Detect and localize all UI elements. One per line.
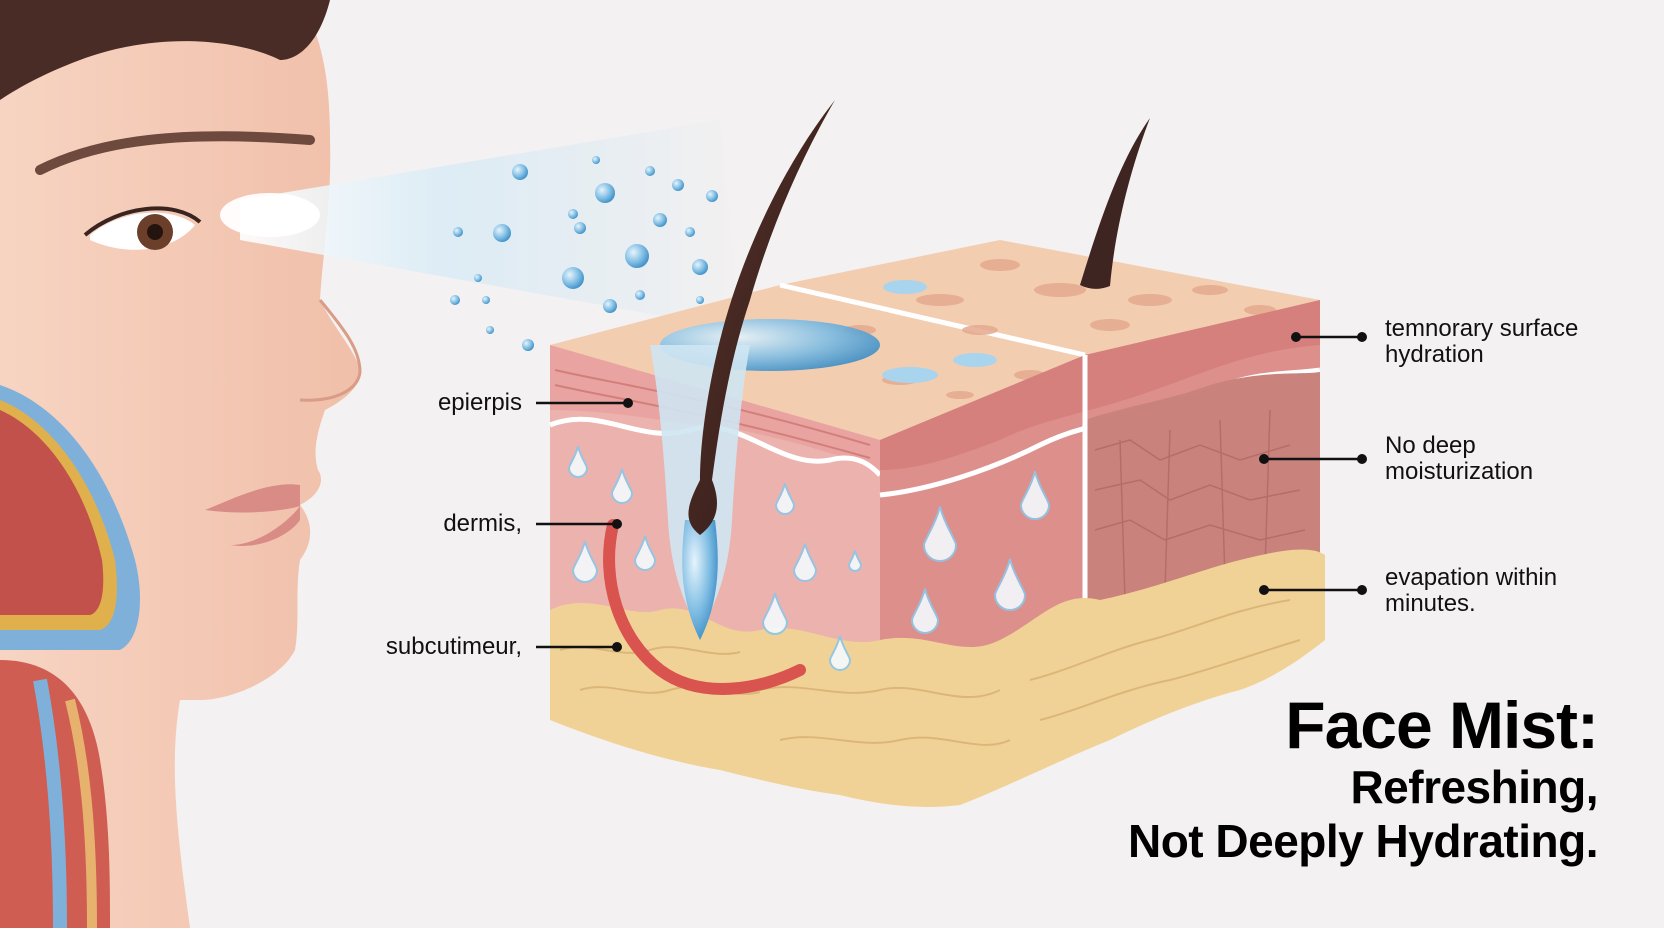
mist-droplet	[603, 299, 617, 313]
mist-spray	[220, 120, 740, 330]
note-no-deep-line2: moisturization	[1385, 458, 1534, 485]
mist-droplet	[592, 156, 600, 164]
mist-droplet	[685, 227, 695, 237]
hair-strand-main	[688, 100, 835, 535]
mist-droplet	[706, 190, 718, 202]
note-evaporation-line1: evapation within	[1385, 564, 1558, 591]
blood-vessel	[603, 519, 806, 695]
title-sub-2: Not Deeply Hydrating.	[1127, 815, 1599, 867]
note-no-deep-moisturization: No deep moisturization	[1385, 433, 1533, 485]
mist-droplet	[635, 290, 645, 300]
face-profile	[0, 0, 362, 928]
note-surface-hydration-line2: hydration	[1385, 341, 1484, 368]
hair-strand-small	[1080, 118, 1150, 289]
title-main: Face Mist:	[1285, 688, 1599, 762]
label-subcutis: subcutimeur,	[385, 633, 522, 660]
skin-cross-section	[549, 100, 1325, 807]
water-droplet	[993, 558, 1027, 611]
mist-droplet	[493, 224, 511, 242]
mist-droplet	[595, 183, 615, 203]
water-droplet	[847, 550, 863, 572]
leader-lines	[536, 335, 1362, 649]
fat-layer	[550, 549, 1325, 807]
mist-droplet	[568, 209, 578, 219]
mist-droplet	[474, 274, 482, 282]
mist-droplet	[696, 296, 704, 304]
mist-droplet	[453, 227, 463, 237]
mist-droplet	[482, 296, 490, 304]
mist-droplet	[692, 259, 708, 275]
note-evaporation: evapation within minutes.	[1385, 565, 1557, 617]
eyebrow	[35, 131, 315, 175]
water-droplet	[910, 588, 940, 634]
label-epidermis: epierpis	[437, 389, 522, 416]
mist-droplet	[562, 267, 584, 289]
label-dermis: dermis,	[443, 510, 522, 537]
water-droplet	[792, 543, 818, 582]
water-droplet	[633, 535, 657, 571]
title-block: Face Mist: Refreshing, Not Deeply Hydrat…	[1127, 688, 1599, 868]
water-droplet	[571, 540, 599, 583]
leader-dots	[612, 332, 1367, 652]
water-droplet	[922, 506, 958, 562]
mist-droplet	[486, 326, 494, 334]
hair-top	[0, 0, 330, 100]
lips	[205, 484, 300, 546]
nose	[299, 299, 362, 402]
mist-droplets	[450, 156, 718, 351]
mist-droplet	[672, 179, 684, 191]
note-no-deep-line1: No deep	[1385, 432, 1476, 459]
note-surface-hydration: temnorary surface hydration	[1385, 316, 1578, 368]
note-surface-hydration-line1: temnorary surface	[1385, 315, 1579, 342]
mist-droplet	[645, 166, 655, 176]
mist-droplet	[522, 339, 534, 351]
water-droplet	[1019, 471, 1051, 520]
water-droplet	[610, 468, 634, 504]
water-droplet	[567, 446, 589, 478]
mist-beam	[240, 120, 740, 330]
water-droplet	[828, 635, 852, 671]
mist-droplet	[653, 213, 667, 227]
water-droplet	[774, 483, 796, 515]
mist-droplet	[450, 295, 460, 305]
mist-droplet	[512, 164, 528, 180]
note-evaporation-line2: minutes.	[1385, 590, 1476, 617]
dermal-water-droplets	[567, 446, 1051, 671]
mist-droplet	[574, 222, 586, 234]
title-sub-1: Refreshing,	[1350, 761, 1598, 813]
water-droplet	[761, 592, 789, 635]
mist-droplet	[625, 244, 649, 268]
